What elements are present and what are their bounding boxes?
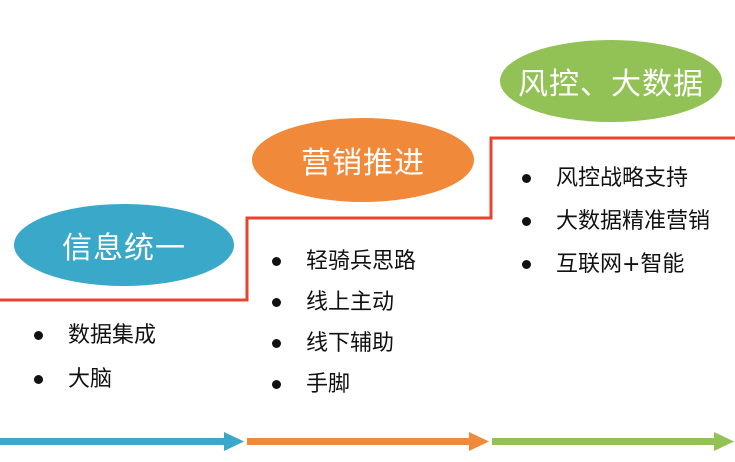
stage-1-title: 信息统一 <box>62 231 186 266</box>
stage-2-title: 营销推进 <box>301 146 425 181</box>
timeline-arrow-green <box>492 432 734 451</box>
stage-3-item: 大数据精准营销 <box>518 209 710 234</box>
stage-2-list: 轻骑兵思路 线上主动 线下辅助 手脚 <box>268 249 416 413</box>
timeline-arrow-orange <box>247 432 489 451</box>
stage-2-item: 轻骑兵思路 <box>268 249 416 274</box>
stage-1-list: 数据集成 大脑 <box>30 323 156 411</box>
step-line <box>0 136 735 302</box>
stage-3-item: 互联网+智能 <box>518 252 710 277</box>
stage-3-item: 风控战略支持 <box>518 166 710 191</box>
stage-3-list: 风控战略支持 大数据精准营销 互联网+智能 <box>518 166 710 295</box>
stage-3-ellipse: 风控、大数据 <box>500 40 722 122</box>
stage-2-item: 线下辅助 <box>268 331 416 356</box>
timeline-arrow-blue <box>0 432 244 451</box>
stage-3-title: 风控、大数据 <box>518 67 704 102</box>
stage-1-ellipse: 信息统一 <box>14 204 234 286</box>
stage-2-ellipse: 营销推进 <box>252 118 474 202</box>
stage-2-item: 手脚 <box>268 372 416 397</box>
stage-2-item: 线上主动 <box>268 290 416 315</box>
stage-1-item: 数据集成 <box>30 323 156 348</box>
stage-1-item: 大脑 <box>30 367 156 392</box>
